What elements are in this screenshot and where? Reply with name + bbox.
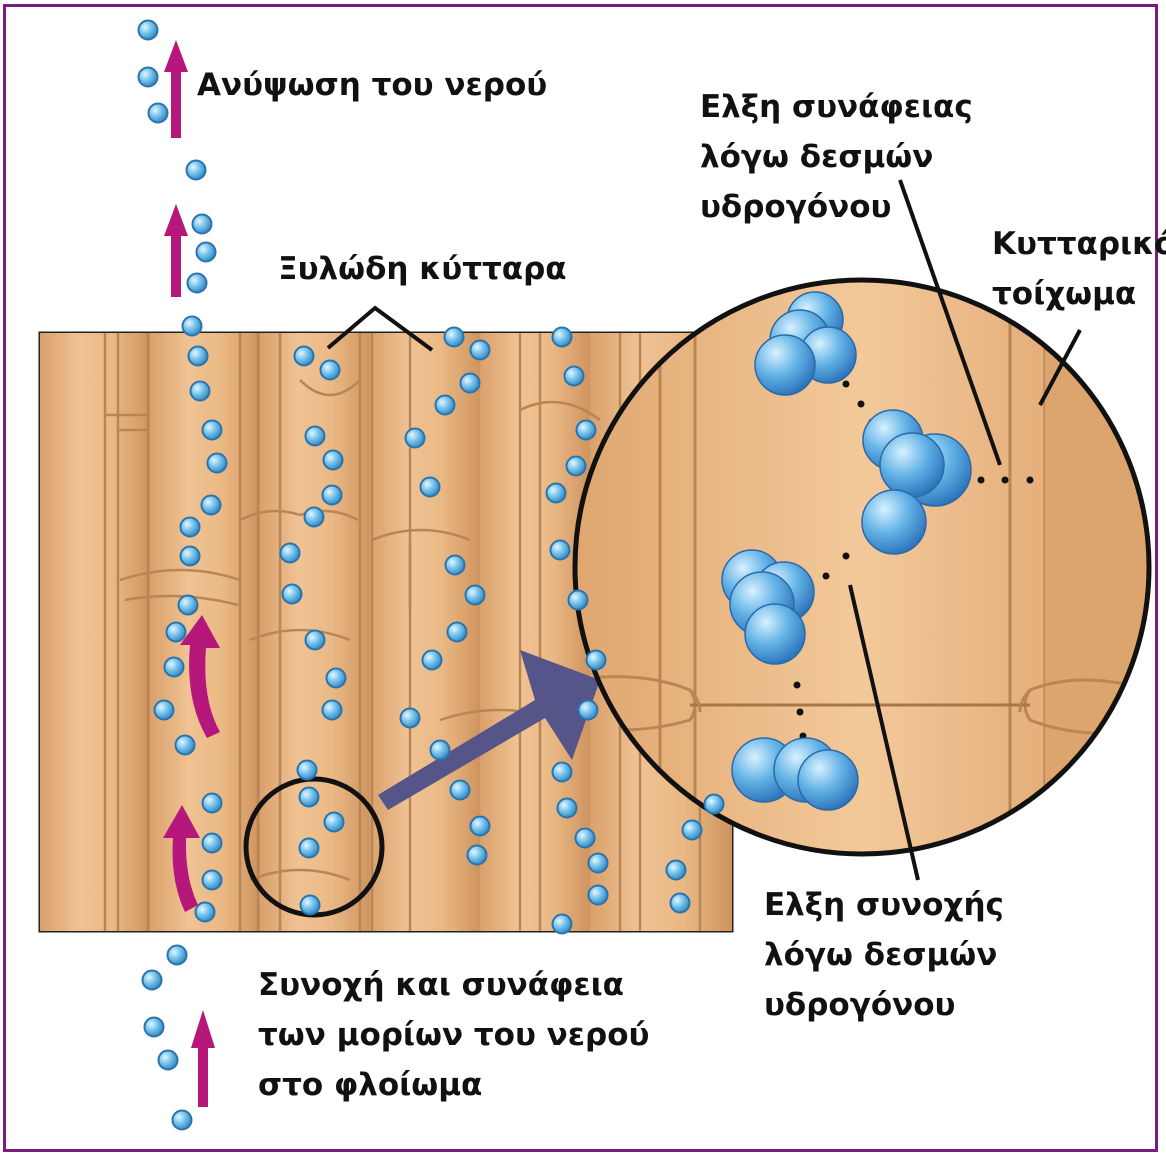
label-water-rise-text: Ανύψωση του νερού	[197, 60, 547, 110]
water-molecule	[181, 518, 200, 537]
water-molecule	[173, 1111, 192, 1130]
water-molecule	[451, 781, 470, 800]
water-molecule	[323, 701, 342, 720]
water-molecule	[468, 846, 487, 865]
water-molecule	[165, 658, 184, 677]
magnified-view	[575, 280, 1155, 860]
water-molecule	[553, 915, 572, 934]
water-molecule	[321, 361, 340, 380]
water-molecule	[191, 382, 210, 401]
label-adhesion-line-1: Ελξη συνάφειας	[700, 82, 973, 132]
label-cohesion: Ελξη συνοχής λόγω δεσμών υδρογόνου	[764, 880, 1004, 1030]
label-xylem-cells: Ξυλώδη κύτταρα	[278, 244, 567, 294]
water-molecule	[553, 763, 572, 782]
water-molecule	[283, 585, 302, 604]
water-molecule	[155, 701, 174, 720]
label-adhesion-line-2: λόγω δεσμών	[700, 132, 973, 182]
water-molecule	[551, 541, 570, 560]
water-molecule	[300, 788, 319, 807]
label-cell-wall: Κυτταρικό τοίχωμα	[992, 219, 1166, 319]
water-molecule	[159, 1051, 178, 1070]
water-molecule	[589, 854, 608, 873]
label-water-rise: Ανύψωση του νερού	[197, 60, 547, 110]
water-molecule	[436, 396, 455, 415]
label-cell-wall-line-2: τοίχωμα	[992, 269, 1166, 319]
water-molecule	[305, 508, 324, 527]
label-cohesion-line-3: υδρογόνου	[764, 980, 1004, 1030]
water-molecule	[547, 484, 566, 503]
water-molecule	[553, 328, 572, 347]
water-molecule	[179, 596, 198, 615]
label-bark-line-3: στο φλοίωμα	[258, 1060, 649, 1110]
water-molecule	[325, 813, 344, 832]
water-molecule	[406, 429, 425, 448]
label-cohesion-line-2: λόγω δεσμών	[764, 930, 1004, 980]
water-molecule	[306, 631, 325, 650]
water-molecule	[401, 709, 420, 728]
water-molecule	[203, 871, 222, 890]
water-molecule	[167, 623, 186, 642]
water-molecule	[145, 1018, 164, 1037]
water-molecule	[323, 486, 342, 505]
water-molecule	[587, 651, 606, 670]
water-molecule	[187, 161, 206, 180]
water-molecule	[471, 817, 490, 836]
water-molecule	[569, 591, 588, 610]
water-molecule	[300, 839, 319, 858]
water-molecule	[446, 556, 465, 575]
water-molecule	[466, 586, 485, 605]
water-molecule	[168, 946, 187, 965]
label-cell-wall-line-1: Κυτταρικό	[992, 219, 1166, 269]
label-bark-line-2: των μορίων του νερού	[258, 1010, 649, 1060]
water-molecule	[202, 496, 221, 515]
water-molecule	[149, 104, 168, 123]
water-molecule	[188, 274, 207, 293]
water-molecule	[324, 451, 343, 470]
water-molecule	[683, 821, 702, 840]
label-bark-line-1: Συνοχή και συνάφεια	[258, 960, 649, 1010]
label-adhesion-line-3: υδρογόνου	[700, 182, 973, 232]
label-xylem-cells-text: Ξυλώδη κύτταρα	[278, 244, 567, 294]
water-molecule	[143, 971, 162, 990]
water-molecule	[558, 799, 577, 818]
water-molecule	[298, 761, 317, 780]
label-bark: Συνοχή και συνάφεια των μορίων του νερού…	[258, 960, 649, 1110]
label-cohesion-line-1: Ελξη συνοχής	[764, 880, 1004, 930]
water-molecule	[183, 317, 202, 336]
water-molecule	[203, 421, 222, 440]
water-molecule	[579, 701, 598, 720]
water-molecule	[295, 347, 314, 366]
water-molecule	[327, 669, 346, 688]
water-molecule	[577, 421, 596, 440]
water-molecule	[208, 454, 227, 473]
water-molecule	[471, 341, 490, 360]
water-molecule	[423, 651, 442, 670]
water-molecule	[667, 861, 686, 880]
water-molecule	[139, 68, 158, 87]
label-adhesion: Ελξη συνάφειας λόγω δεσμών υδρογόνου	[700, 82, 973, 232]
water-molecule	[705, 795, 724, 814]
water-molecule	[565, 367, 584, 386]
water-molecule	[431, 741, 450, 760]
water-molecule	[445, 328, 464, 347]
water-molecule	[197, 243, 216, 262]
water-molecule	[189, 347, 208, 366]
water-molecule	[196, 903, 215, 922]
water-molecule	[193, 215, 212, 234]
water-molecule	[448, 623, 467, 642]
water-molecule	[421, 478, 440, 497]
water-molecule	[576, 829, 595, 848]
water-molecule	[301, 896, 320, 915]
water-molecule	[139, 21, 158, 40]
water-molecule	[203, 834, 222, 853]
water-molecule	[671, 894, 690, 913]
water-molecule	[203, 794, 222, 813]
water-molecule	[181, 547, 200, 566]
water-molecule	[589, 886, 608, 905]
water-molecule	[306, 427, 325, 446]
water-molecule	[281, 544, 300, 563]
water-molecule	[567, 457, 586, 476]
water-molecule	[461, 374, 480, 393]
water-molecule	[176, 736, 195, 755]
